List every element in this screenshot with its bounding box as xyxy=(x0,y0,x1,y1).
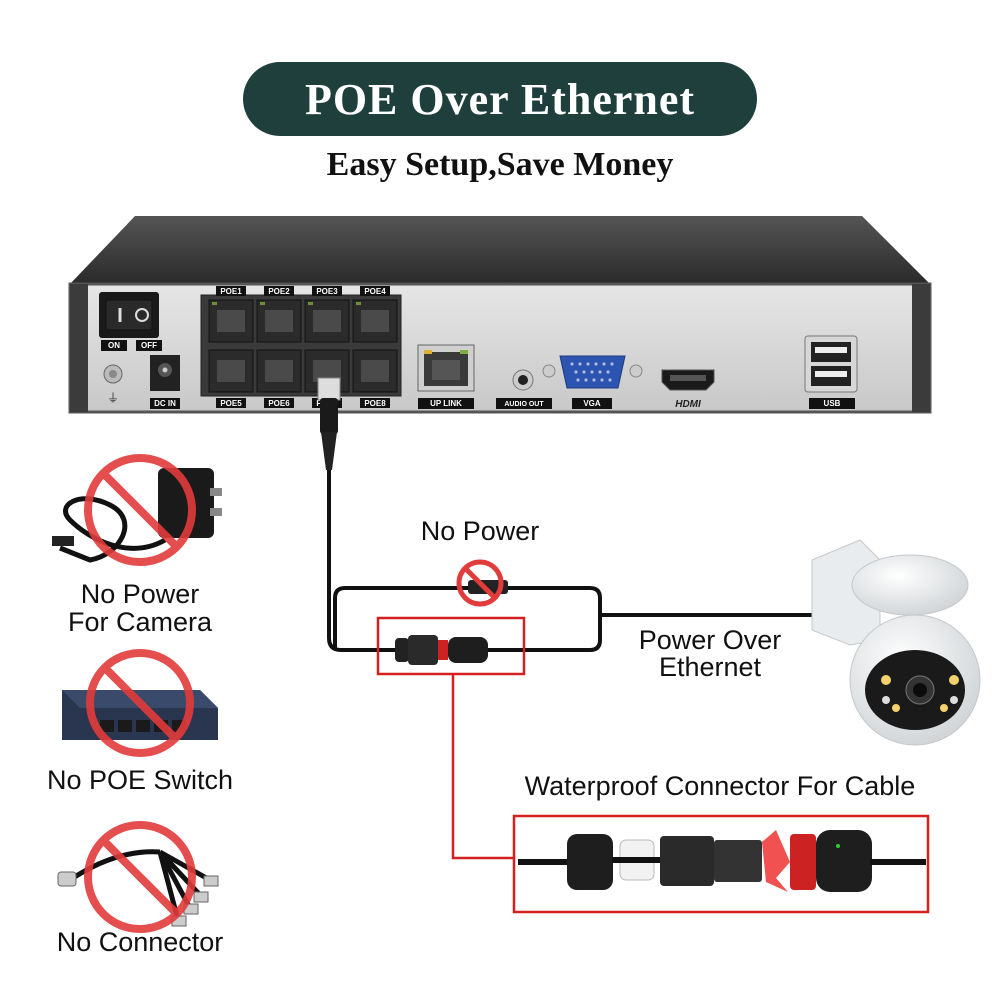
title-banner: POE Over Ethernet xyxy=(243,62,757,136)
poe-port-label: POE3 xyxy=(316,287,338,296)
usb-label: USB xyxy=(824,399,841,408)
poe-port-label: POE6 xyxy=(268,399,290,408)
nvr-back-panel xyxy=(68,282,932,414)
ptz-camera-image xyxy=(811,539,981,746)
no-connector-label: No Connector xyxy=(56,927,224,957)
page-subtitle: Easy Setup,Save Money xyxy=(326,146,674,183)
waterproof-detail-box xyxy=(512,814,930,914)
no-power-prohibit-icon xyxy=(456,559,504,607)
dc-in-label: DC IN xyxy=(154,399,176,408)
poe-port-label: POE8 xyxy=(364,399,386,408)
connector-highlight-box xyxy=(376,616,526,676)
poe-port-label: POE1 xyxy=(220,287,242,296)
uplink-label: UP LINK xyxy=(430,399,462,408)
no-connector-prohibit-icon xyxy=(84,821,196,933)
no-power-label: No Power xyxy=(420,516,540,546)
svg-text:⏚: ⏚ xyxy=(107,391,119,405)
nvr-top-cover xyxy=(70,216,930,284)
waterproof-connector-small-icon xyxy=(395,635,488,665)
item1-line2: For Camera xyxy=(67,607,213,637)
item1-line1: No Power xyxy=(80,579,200,609)
power-over-ethernet-label: Power Over Ethernet xyxy=(610,627,810,681)
nvr-device: ⏚ xyxy=(68,216,932,414)
power-off-label: OFF xyxy=(141,341,157,350)
poe-port-label: POE4 xyxy=(364,287,386,296)
power-on-label: ON xyxy=(108,341,120,350)
no-adapter-prohibit-icon xyxy=(84,454,196,566)
poe-ports xyxy=(208,299,398,393)
waterproof-connector-detail xyxy=(518,830,926,892)
power-adapter-image xyxy=(52,468,222,563)
audio-out-label: AUDIO OUT xyxy=(504,401,544,408)
poe-label-line2: Ethernet xyxy=(658,652,762,682)
poe-port-label: POE5 xyxy=(220,399,242,408)
vga-label: VGA xyxy=(583,399,601,408)
no-switch-prohibit-icon xyxy=(86,649,194,757)
waterproof-connector-label: Waterproof Connector For Cable xyxy=(524,771,916,801)
no-poe-switch-label: No POE Switch xyxy=(46,765,234,795)
poe-port-label: POE2 xyxy=(268,287,290,296)
ethernet-cable xyxy=(317,377,812,665)
no-power-for-camera-label: No Power For Camera xyxy=(30,580,250,636)
page-title: POE Over Ethernet xyxy=(304,74,696,124)
hdmi-label: HDMI xyxy=(675,399,701,410)
poe-label-line1: Power Over xyxy=(638,625,782,655)
poe-switch-image xyxy=(62,690,218,740)
